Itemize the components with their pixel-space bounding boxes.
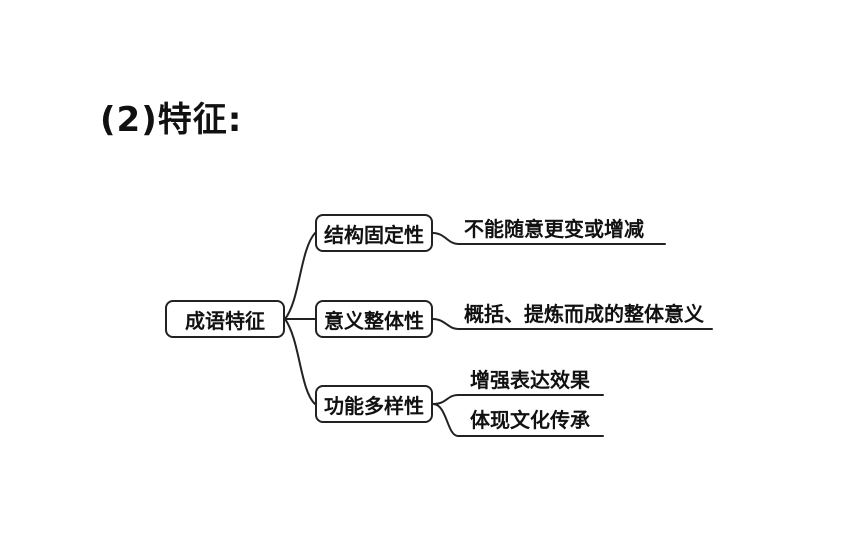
connector-branch3-leaf2 xyxy=(432,403,604,437)
connector-root-branch3 xyxy=(284,318,316,405)
root-node: 成语特征 xyxy=(165,300,285,338)
leaf-structure-1: 不能随意更变或增减 xyxy=(464,217,644,241)
leaf-function-2: 体现文化传承 xyxy=(470,408,590,432)
leaf-function-1: 增强表达效果 xyxy=(470,368,590,392)
leaf-meaning-1: 概括、提炼而成的整体意义 xyxy=(464,302,704,326)
connector-root-branch1 xyxy=(284,232,316,320)
branch-node-structure: 结构固定性 xyxy=(315,214,433,252)
branch-node-meaning: 意义整体性 xyxy=(315,300,433,338)
section-heading: (2)特征: xyxy=(100,100,243,140)
connector-branch1-leaf1 xyxy=(432,232,666,245)
connector-branch2-leaf1 xyxy=(432,318,713,330)
branch-node-function: 功能多样性 xyxy=(315,385,433,423)
connector-branch3-leaf1 xyxy=(432,394,604,405)
